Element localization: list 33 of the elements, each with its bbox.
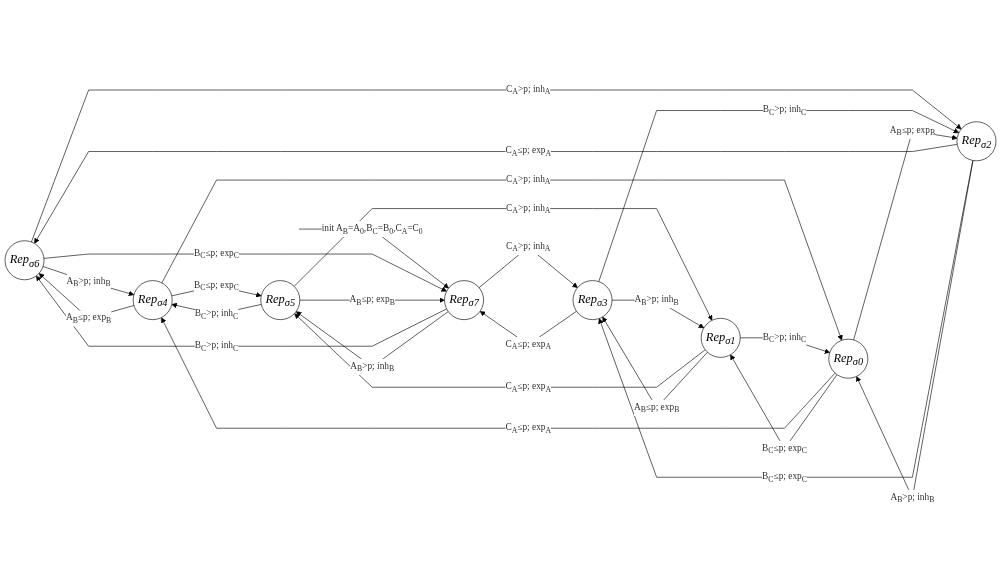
edge-label: A$_{B}$>p; inh$_{B}$ [890, 491, 935, 504]
edge-label: B$_{C}$>p; inh$_{C}$ [194, 307, 239, 321]
node-circle: Rep$_{σ4}$ [132, 279, 173, 320]
edge-label: A$_{B}$>p; inh$_{B}$ [350, 360, 395, 373]
edge-label: A$_{B}$≤p; exp$_{B}$ [349, 293, 395, 307]
node-circle: Rep$_{σ2}$ [956, 121, 997, 161]
edge-label: A$_{B}$≤p; exp$_{B}$ [889, 124, 936, 137]
edge-label: A$_{B}$≤p; exp$_{B}$ [633, 401, 680, 414]
edge-label: C$_{A}$≤p; exp$_{A}$ [505, 144, 552, 158]
edge-label: C$_{A}$>p; inh$_{A}$ [506, 202, 551, 215]
edge-label: B$_{C}$≤p; exp$_{C}$ [194, 279, 239, 292]
edge-label: B$_{C}$>p; inh$_{C}$ [194, 339, 239, 353]
node-circle: Rep$_{σ6}$ [4, 240, 45, 280]
edge-label: C$_{A}$≤p; exp$_{A}$ [505, 338, 552, 351]
node-circle: Rep$_{σ5}$ [260, 279, 301, 320]
edge-label: B$_{C}$≤p; exp$_{C}$ [762, 442, 807, 455]
node-circle: Rep$_{σ0}$ [828, 338, 869, 379]
edge-label: B$_{C}$>p; inh$_{C}$ [762, 331, 807, 344]
edge-label: C$_{A}$≤p; exp$_{A}$ [505, 380, 552, 394]
edge-label: A$_{B}$>p; inh$_{B}$ [634, 293, 679, 307]
edge-label: A$_{B}$>p; inh$_{B}$ [66, 275, 111, 288]
node-circle: Rep$_{σ1}$ [700, 317, 741, 358]
node-circle: Rep$_{σ7}$ [444, 279, 484, 320]
edge-label: C$_{A}$>p; inh$_{A}$ [506, 173, 551, 186]
edge-label: B$_{C}$≤p; exp$_{C}$ [762, 470, 807, 484]
edge-label: A$_{B}$≤p; exp$_{B}$ [65, 311, 112, 325]
node-circle: Rep$_{σ3}$ [572, 279, 613, 320]
edge-label: B$_{C}$>p; inh$_{C}$ [762, 103, 807, 117]
edge-label: C$_{A}$≤p; exp$_{A}$ [505, 421, 552, 435]
edge-label: C$_{A}$>p; inh$_{A}$ [506, 240, 551, 253]
edge-label: B$_{C}$≤p; exp$_{C}$ [194, 247, 239, 260]
edge-label: C$_{A}$>p; inh$_{A}$ [506, 83, 551, 96]
edge-label: init A$_{B}$=A$_{0}$,B$_{C}$=B$_{0}$,C$_{A}$=C$_{0}$ [321, 222, 423, 236]
